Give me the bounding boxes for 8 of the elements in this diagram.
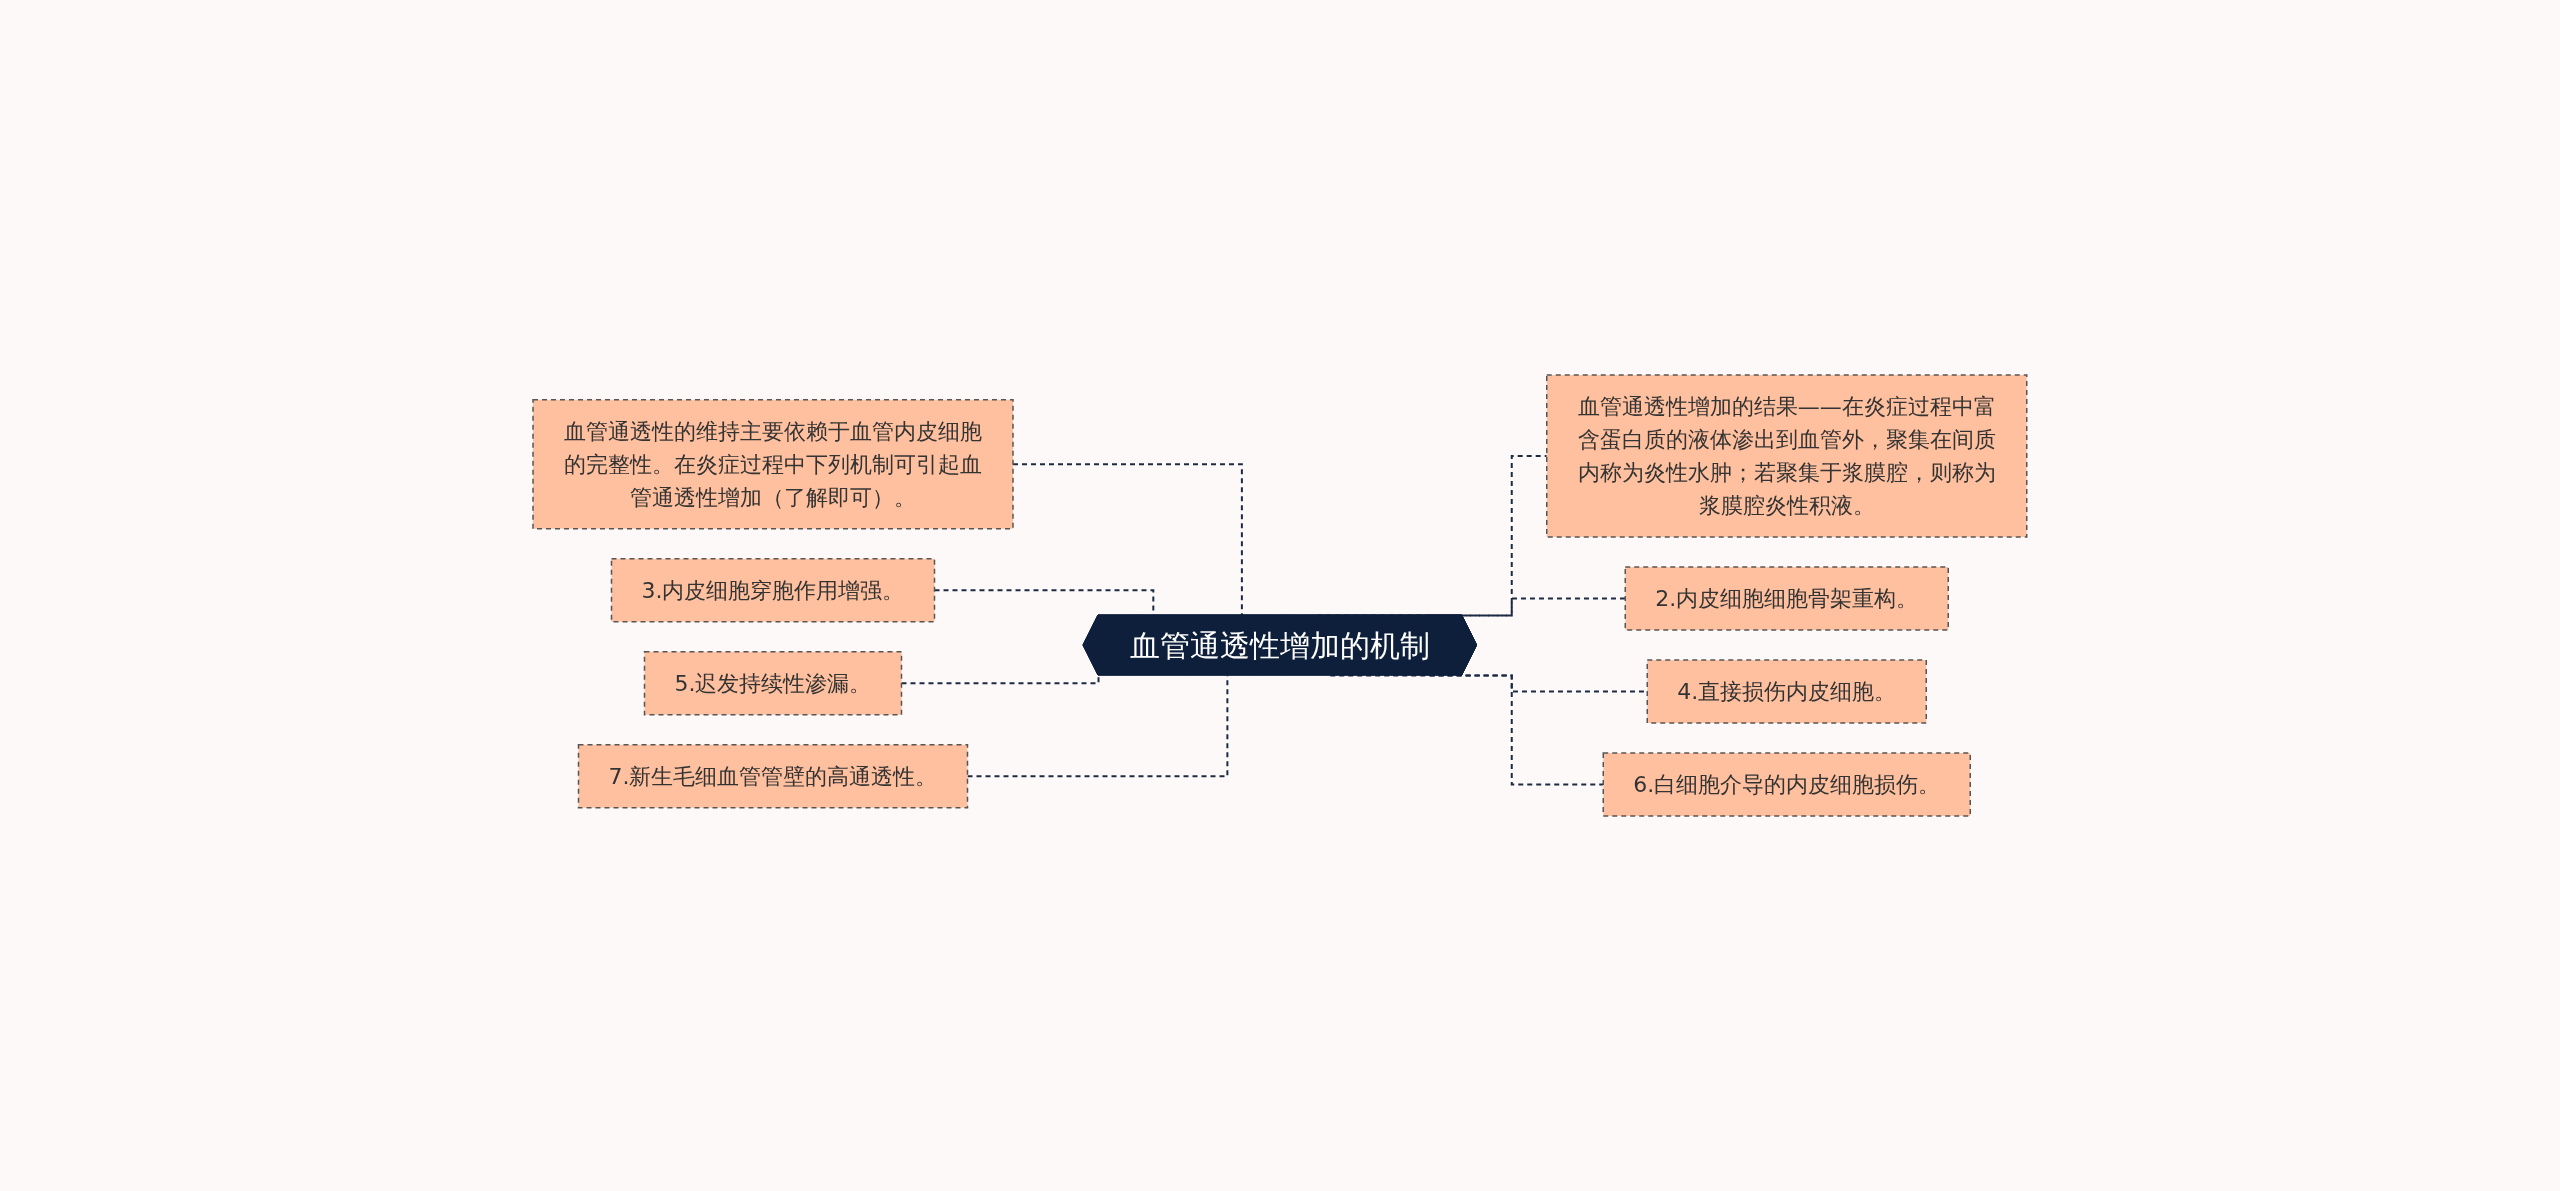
node-box: 7.新生毛细血管管壁的高通透性。 [577,744,969,809]
node-box: 2.内皮细胞细胞骨架重构。 [1624,566,1950,631]
node-box: 4.直接损伤内皮细胞。 [1646,659,1928,724]
node-box: 血管通透性的维持主要依赖于血管内皮细胞的完整性。在炎症过程中下列机制可引起血管通透性增加（了解即可）。 [532,399,1014,530]
node-box: 血管通透性增加的结果——在炎症过程中富含蛋白质的液体渗出到血管外，聚集在间质内称为炎性水肿；若聚集于浆膜腔，则称为浆膜腔炎性积液。 [1546,374,2028,538]
node-box: 3.内皮细胞穿胞作用增强。 [610,558,936,623]
node-box: 6.白细胞介导的内皮细胞损伤。 [1602,752,1972,817]
node-box: 5.迟发持续性渗漏。 [643,651,903,716]
